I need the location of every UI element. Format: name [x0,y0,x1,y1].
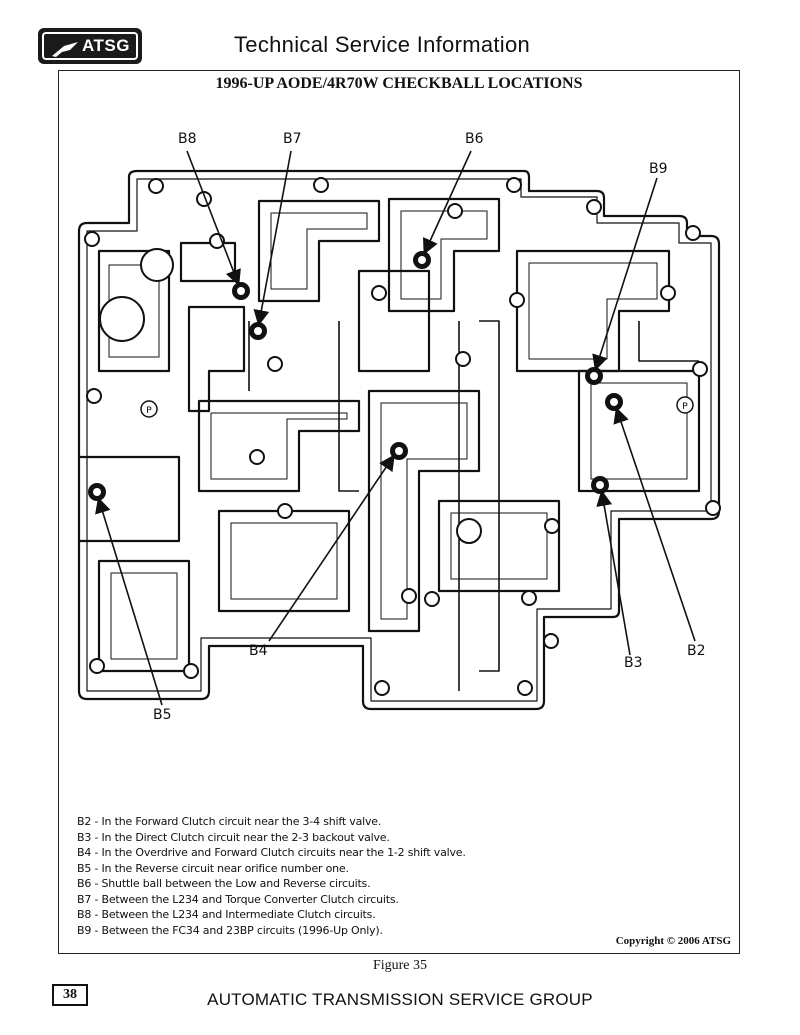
callout-b2: B2 [687,643,706,659]
note-item: B9 - Between the FC34 and 23BP circuits … [77,923,383,937]
logo-text: ATSG [82,36,130,55]
note-item: B5 - In the Reverse circuit near orifice… [77,861,349,875]
figure-caption: Figure 35 [372,958,428,973]
plate-mark-p: P [682,402,688,412]
checkball-b9 [585,367,603,385]
callout-b8: B8 [178,131,197,147]
callout-b9: B9 [649,161,668,177]
atsg-logo: ATSG [38,28,142,64]
page-footer: AUTOMATIC TRANSMISSION SERVICE GROUP [207,990,593,1009]
note-item: B8 - Between the L234 and Intermediate C… [77,908,376,921]
page-header-title: Technical Service Information [234,32,531,57]
checkball-b2 [605,393,623,411]
plate-mark-p: P [146,406,152,416]
note-item: B6 - Shuttle ball between the Low and Re… [77,877,371,890]
checkball-b5 [88,483,106,501]
callout-b7: B7 [283,131,302,147]
leader-lines [95,150,696,706]
callout-b6: B6 [465,131,484,147]
note-item: B7 - Between the L234 and Torque Convert… [77,892,399,906]
checkball-b7 [249,322,267,340]
eagle-icon [52,42,78,57]
checkball-b8 [232,282,250,300]
figure-frame: 1996-UP AODE/4R70W CHECKBALL LOCATIONS [58,70,740,954]
note-item: B4 - In the Overdrive and Forward Clutch… [77,846,466,859]
checkball-notes: B2 - In the Forward Clutch circuit near … [77,814,466,938]
note-item: B3 - In the Direct Clutch circuit near t… [77,830,390,844]
checkball-b6 [413,251,431,269]
checkball-markers [88,251,623,501]
callout-b3: B3 [624,655,643,671]
callout-b4: B4 [249,643,268,659]
note-item: B2 - In the Forward Clutch circuit near … [77,815,382,828]
callout-b5: B5 [153,707,172,723]
valve-body-separator-plate: P P [77,150,721,711]
copyright: Copyright © 2006 ATSG [615,935,731,947]
checkball-b3 [591,476,609,494]
diagram-title: 1996-UP AODE/4R70W CHECKBALL LOCATIONS [215,75,583,92]
